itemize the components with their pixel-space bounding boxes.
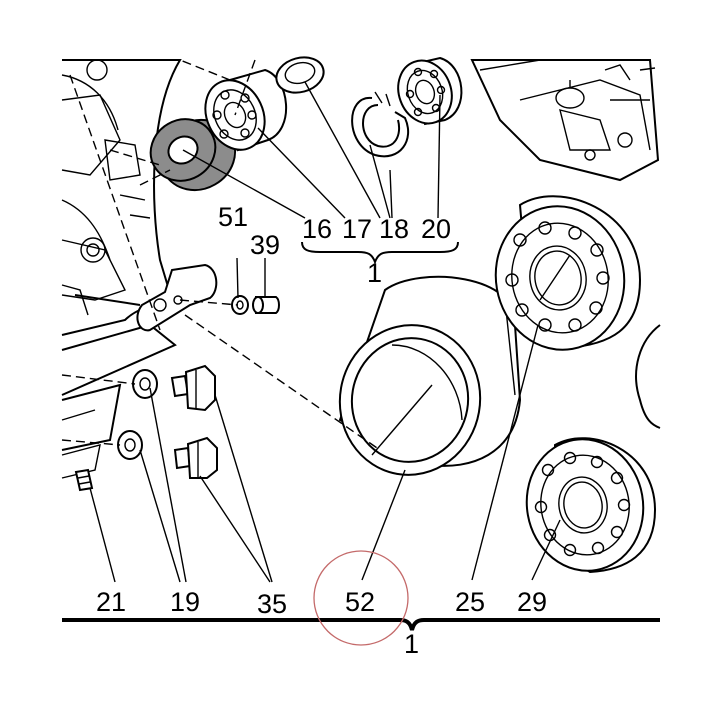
pin-part-39	[252, 296, 280, 314]
axis-lines	[61, 59, 381, 451]
bearing-part-29	[525, 437, 657, 574]
callout-label-group-top: 1	[367, 258, 382, 288]
plug-part-35-upper	[132, 364, 216, 412]
housing-right	[470, 59, 660, 182]
callout-label-51: 51	[218, 202, 248, 232]
callout-label-29: 29	[517, 587, 547, 617]
grub-screw-part-21	[74, 468, 94, 492]
callout-label-17: 17	[342, 214, 372, 244]
callout-label-21: 21	[96, 587, 126, 617]
partial-part-right-edge	[635, 324, 661, 429]
callout-label-35: 35	[257, 589, 287, 619]
callout-label-25: 25	[455, 587, 485, 617]
circlip-part-18	[351, 91, 410, 158]
bearing-part-20	[397, 56, 463, 126]
callout-label-19: 19	[170, 587, 200, 617]
bracket-lever	[74, 263, 218, 332]
callout-label-52: 52	[345, 587, 375, 617]
leader-lines	[89, 81, 571, 583]
circle-highlight-icon	[313, 550, 409, 646]
washer-part-51	[231, 295, 249, 315]
plug-part-35-lower	[117, 430, 218, 479]
callout-label-39: 39	[250, 230, 280, 260]
washer-part-17	[275, 56, 325, 94]
bearing-part-25	[494, 195, 642, 351]
callout-label-20: 20	[421, 214, 451, 244]
curly-brace-bottom	[62, 618, 660, 631]
callout-label-group-bottom: 1	[404, 629, 419, 659]
sleeve-part-52	[338, 275, 522, 476]
callout-label-18: 18	[379, 214, 409, 244]
housing-left	[61, 59, 182, 479]
callout-label-16: 16	[302, 214, 332, 244]
curly-brace-top	[301, 241, 459, 265]
